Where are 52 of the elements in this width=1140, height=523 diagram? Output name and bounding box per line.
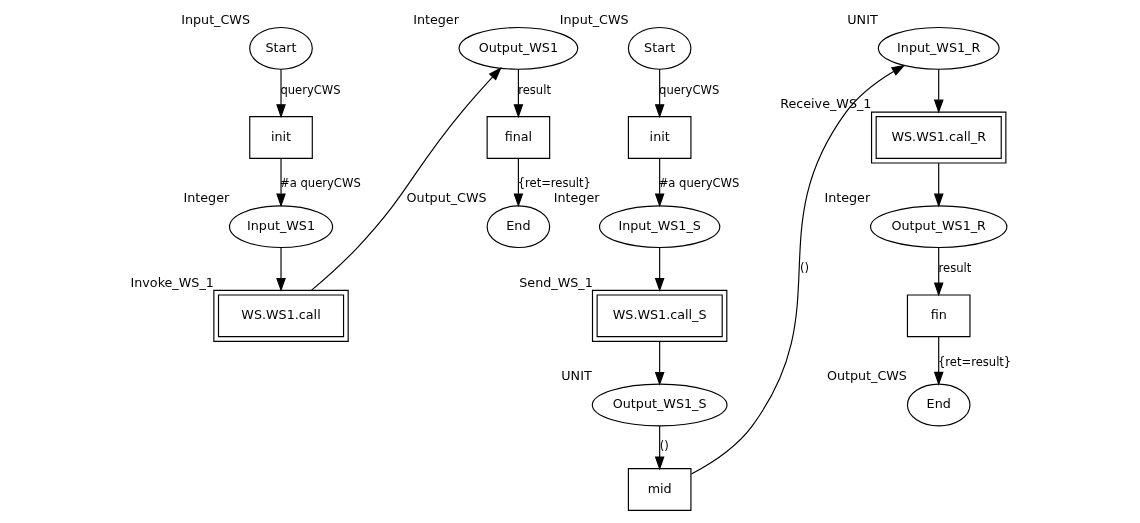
edge-label: {ret=result}: [517, 175, 591, 190]
node-box: WS.WS1.call_S: [591, 289, 727, 342]
edge-label: (): [659, 438, 669, 453]
node-label: Output_CWS: [406, 189, 487, 205]
arrow: [933, 162, 944, 208]
edge-label: result: [938, 260, 971, 275]
node-label: Invoke_WS_1: [130, 274, 214, 290]
arrow: [310, 66, 502, 291]
arrow: [654, 340, 665, 386]
arrow: [654, 68, 665, 118]
node-ellipse: Input_WS1_R: [877, 26, 1000, 70]
arrow: [275, 157, 286, 207]
arrow: [933, 68, 944, 114]
arrow: [513, 157, 523, 207]
node-ellipse: Input_WS1: [228, 204, 333, 248]
node-label: Input_CWS: [559, 11, 629, 27]
arrow: [654, 246, 665, 292]
arrow: [275, 246, 286, 292]
edge-label: {ret=result}: [937, 354, 1011, 369]
node-ellipse: Output_WS1: [458, 26, 578, 70]
arrow: [275, 68, 286, 118]
node-box: final: [486, 115, 550, 159]
node-ellipse: Start: [627, 26, 691, 70]
arrow: [654, 157, 665, 207]
node-box: fin: [906, 293, 971, 337]
arrow: [933, 246, 944, 296]
arrow: [690, 64, 905, 475]
node-label: Integer: [182, 189, 229, 205]
node-label: Integer: [412, 11, 459, 27]
node-label: Integer: [823, 189, 870, 205]
node-box: mid: [627, 467, 691, 511]
node-ellipse: Start: [248, 26, 313, 70]
node-label: UNIT: [846, 11, 878, 27]
node-label: Output_CWS: [826, 367, 907, 383]
edge-label: result: [517, 82, 551, 97]
edge-label: (): [799, 260, 809, 275]
arrow: [513, 68, 523, 118]
node-label: UNIT: [560, 367, 592, 383]
node-box: WS.WS1.call_R: [870, 110, 1006, 164]
node-ellipse: End: [906, 383, 971, 426]
node-box: init: [627, 115, 691, 159]
node-box: init: [248, 115, 313, 159]
node-ellipse: End: [486, 204, 550, 248]
arrow: [933, 335, 944, 386]
node-ellipse: Input_WS1_S: [598, 204, 720, 248]
node-label: Input_CWS: [180, 11, 250, 27]
node-label: Send_WS_1: [518, 274, 593, 290]
arrow: [654, 425, 665, 470]
node-ellipse: Output_WS1_R: [869, 204, 1007, 248]
node-ellipse: Output_WS1_S: [591, 383, 728, 426]
node-label: Integer: [553, 189, 599, 205]
node-box: WS.WS1.call: [212, 289, 349, 342]
